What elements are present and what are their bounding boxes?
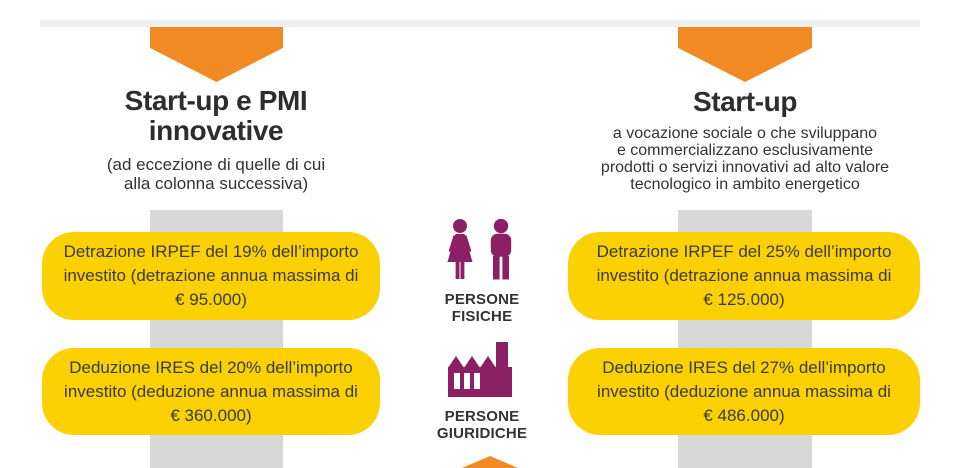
benefit-text-line: investito (detrazione annua massima di <box>596 266 892 285</box>
left-title-line: Start-up e PMI <box>124 85 308 116</box>
left-subtitle-line: alla colonna successiva) <box>123 174 309 193</box>
down-arrow-left-icon <box>150 27 283 82</box>
persone-giuridiche-label: PERSONE GIURIDICHE <box>412 408 552 442</box>
left-column-subtitle: (ad eccezione di quelle di cui alla colo… <box>41 155 391 193</box>
right-subtitle-line: tecnologico in ambito energetico <box>630 176 860 193</box>
right-subtitle-line: a vocazione sociale o che sviluppano <box>612 125 878 142</box>
left-title-line: innovative <box>148 115 284 146</box>
up-arrow-tip-icon <box>462 456 518 468</box>
right-column-header: Start-up a vocazione sociale o che svilu… <box>570 87 920 194</box>
benefit-box-detrazione-irpef-left: Detrazione IRPEF del 19% dell’importo in… <box>42 232 380 320</box>
right-subtitle-line: prodotti o servizi innovativi ad alto va… <box>600 159 890 176</box>
top-divider-bar <box>40 20 920 27</box>
benefit-text-line: Detrazione IRPEF del 25% dell’importo <box>596 242 892 261</box>
benefit-box-deduzione-ires-left: Deduzione IRES del 20% dell’importo inve… <box>42 348 380 435</box>
benefit-text-line: € 95.000) <box>175 290 247 309</box>
benefit-text-line: Deduzione IRES del 27% dell’importo <box>602 357 886 377</box>
center-label-line: GIURIDICHE <box>436 425 528 442</box>
benefit-box-detrazione-irpef-right: Detrazione IRPEF del 25% dell’importo in… <box>568 232 920 320</box>
benefit-text-line: Detrazione IRPEF del 19% dell’importo <box>63 242 359 261</box>
benefit-text-line: € 360.000) <box>170 405 252 425</box>
right-title-line: Start-up <box>692 86 798 117</box>
left-column-header: Start-up e PMI innovative (ad eccezione … <box>41 86 391 194</box>
right-column-subtitle: a vocazione sociale o che sviluppano e c… <box>570 125 920 193</box>
persone-fisiche-label: PERSONE FISICHE <box>412 291 552 325</box>
benefit-text-line: € 486.000) <box>703 405 785 425</box>
benefit-text-line: Deduzione IRES del 20% dell’importo <box>69 357 353 377</box>
right-column-title: Start-up <box>570 87 920 117</box>
benefit-text-line: € 125.000) <box>703 290 785 309</box>
persone-fisiche-icon <box>445 218 517 287</box>
center-label-line: PERSONE <box>444 408 520 425</box>
benefit-text-line: investito (deduzione annua massima di <box>64 381 358 401</box>
benefit-box-deduzione-ires-right: Deduzione IRES del 27% dell’importo inve… <box>568 348 920 435</box>
center-label-line: PERSONE <box>444 291 520 308</box>
down-arrow-right-icon <box>678 27 812 82</box>
left-column-title: Start-up e PMI innovative <box>41 86 391 146</box>
left-subtitle-line: (ad eccezione di quelle di cui <box>106 155 326 174</box>
persone-giuridiche-icon <box>448 342 512 403</box>
center-label-line: FISICHE <box>451 308 513 325</box>
benefit-text-line: investito (detrazione annua massima di <box>63 266 359 285</box>
benefit-text-line: investito (deduzione annua massima di <box>597 381 891 401</box>
right-subtitle-line: e commercializzano esclusivamente <box>616 142 874 159</box>
